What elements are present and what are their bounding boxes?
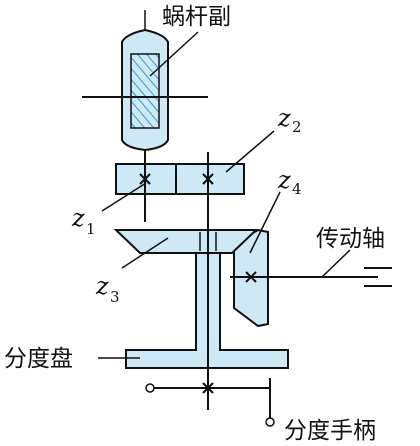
z2-leader [225,130,275,173]
handle-knob[interactable] [265,417,275,427]
z4-leader [249,191,281,254]
z3-leader [121,237,169,269]
svg-text:2: 2 [292,118,302,136]
svg-text:4: 4 [292,180,302,198]
z1-leader [101,182,147,212]
transmission-shaft-leader [321,249,351,278]
gear-label-z1: z 1 [71,204,96,238]
svg-text:z: z [71,204,85,232]
worm-pair [82,10,208,164]
svg-text:z: z [277,104,291,132]
gear-label-z2: z 2 [277,104,302,136]
gear-label-z4: z 4 [277,166,302,198]
index-handle-assembly [145,378,275,427]
transmission-shaft-label: 传动轴 [316,226,385,252]
svg-text:3: 3 [110,288,120,306]
index-handle-label: 分度手柄 [284,418,376,444]
handle-bearing-mark [202,382,214,394]
gear-pair-z1-z2 [101,130,275,222]
worm-pair-label: 蜗杆副 [162,4,231,30]
bevel-gear-assembly [98,152,392,410]
svg-text:z: z [277,166,291,194]
worm-hatched-section [130,53,160,129]
svg-text:1: 1 [86,220,96,238]
z4-bearing-mark [245,271,257,283]
gear-z2 [175,163,245,195]
svg-text:z: z [95,272,109,300]
handle-pivot-left [145,383,155,393]
worm-pair-leader [149,31,199,77]
index-plate-label: 分度盘 [4,346,73,372]
z1-bearing-mark [139,173,151,185]
gear-label-z3: z 3 [95,272,120,306]
